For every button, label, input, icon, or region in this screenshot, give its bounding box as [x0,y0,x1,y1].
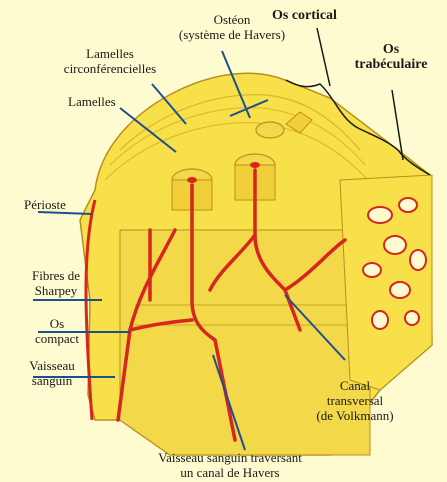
label-os-compact-line2: compact [26,331,88,346]
label-lamelles-circ-line2: circonférencielles [50,61,170,76]
label-canal-line3: (de Volkmann) [300,408,410,423]
label-lamelles: Lamelles [68,94,116,109]
label-os-compact: Os compact [26,316,88,346]
label-lamelles-circonferencielles: Lamelles circonférencielles [50,46,170,76]
label-os-trabeculaire-line1: Os [345,42,437,57]
label-os-trabeculaire-line2: trabéculaire [345,57,437,72]
label-os-cortical: Os cortical [272,8,337,23]
label-canal-transversal: Canal transversal (de Volkmann) [300,378,410,423]
label-vaisseau-line2: sanguin [16,373,88,388]
label-fibres-line1: Fibres de [20,268,92,283]
osteon-cylinder-right [256,122,284,138]
label-os-trabeculaire: Os trabéculaire [345,42,437,72]
label-perioste: Périoste [24,197,66,212]
label-osteon-line2: (système de Havers) [172,27,292,42]
label-canal-line2: transversal [300,393,410,408]
label-lamelles-circ-line1: Lamelles [50,46,170,61]
label-fibres-de-sharpey: Fibres de Sharpey [20,268,92,298]
label-vaisseau-havers: Vaisseau sanguin traversant un canal de … [130,450,330,480]
label-havers-line1: Vaisseau sanguin traversant [130,450,330,465]
label-vaisseau-sanguin: Vaisseau sanguin [16,358,88,388]
label-fibres-line2: Sharpey [20,283,92,298]
label-havers-line2: un canal de Havers [130,465,330,480]
label-canal-line1: Canal [300,378,410,393]
label-os-compact-line1: Os [26,316,88,331]
label-vaisseau-line1: Vaisseau [16,358,88,373]
leader-os-cortical [317,28,330,86]
